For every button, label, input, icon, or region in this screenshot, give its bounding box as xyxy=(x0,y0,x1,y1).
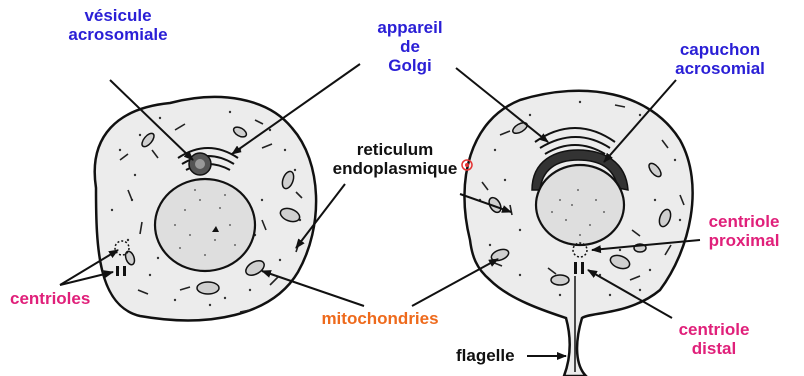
label-centriole-proximal: centriole proximal xyxy=(692,212,796,250)
label-mitochondries: mitochondries xyxy=(305,309,455,328)
distal-centriole-right xyxy=(574,262,577,274)
nucleus-left xyxy=(155,179,255,271)
label-reticulum-endoplasmique: reticulum endoplasmique xyxy=(320,140,470,178)
label-capuchon-acrosomial: capuchon acrosomial xyxy=(660,40,780,78)
label-centriole-distal: centriole distal xyxy=(662,320,766,358)
spermatid-cell-left xyxy=(95,97,316,320)
label-vesicule-acrosomiale: vésicule acrosomiale xyxy=(58,6,178,44)
label-centrioles: centrioles xyxy=(10,289,90,308)
label-appareil-de-golgi: appareil de Golgi xyxy=(360,18,460,75)
label-flagelle: flagelle xyxy=(456,346,515,365)
spermatid-cell-right xyxy=(464,91,692,376)
pointer-mito-right xyxy=(412,259,498,306)
centriole-pair-left xyxy=(116,266,119,276)
nucleus-right xyxy=(536,165,624,245)
